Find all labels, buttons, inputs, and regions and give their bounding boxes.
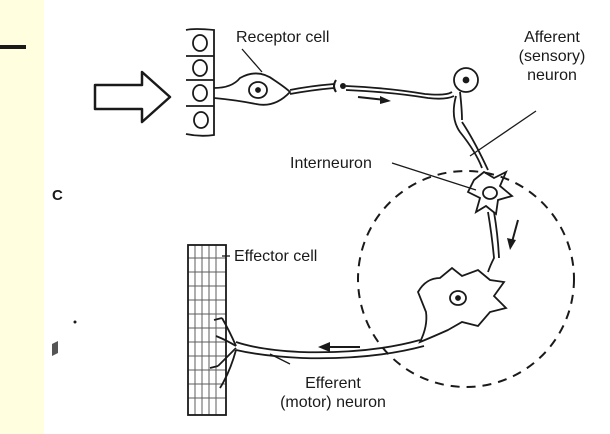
title-accent-bar (0, 45, 26, 49)
panel-letter: C (52, 186, 63, 205)
label-afferent-neuron: Afferent (sensory) neuron (498, 28, 606, 85)
label-interneuron: Interneuron (290, 154, 372, 173)
label-afferent-line-1: Afferent (498, 28, 606, 47)
label-afferent-line-3: neuron (498, 66, 606, 85)
label-efferent-line-1: Efferent (258, 374, 408, 393)
label-efferent-neuron: Efferent (motor) neuron (258, 374, 408, 412)
label-afferent-line-2: (sensory) (498, 47, 606, 66)
speck (74, 321, 77, 324)
label-effector-cell: Effector cell (234, 247, 317, 266)
label-receptor-cell: Receptor cell (236, 28, 329, 47)
label-efferent-line-2: (motor) neuron (258, 393, 408, 412)
synapse-terminal (340, 83, 346, 89)
